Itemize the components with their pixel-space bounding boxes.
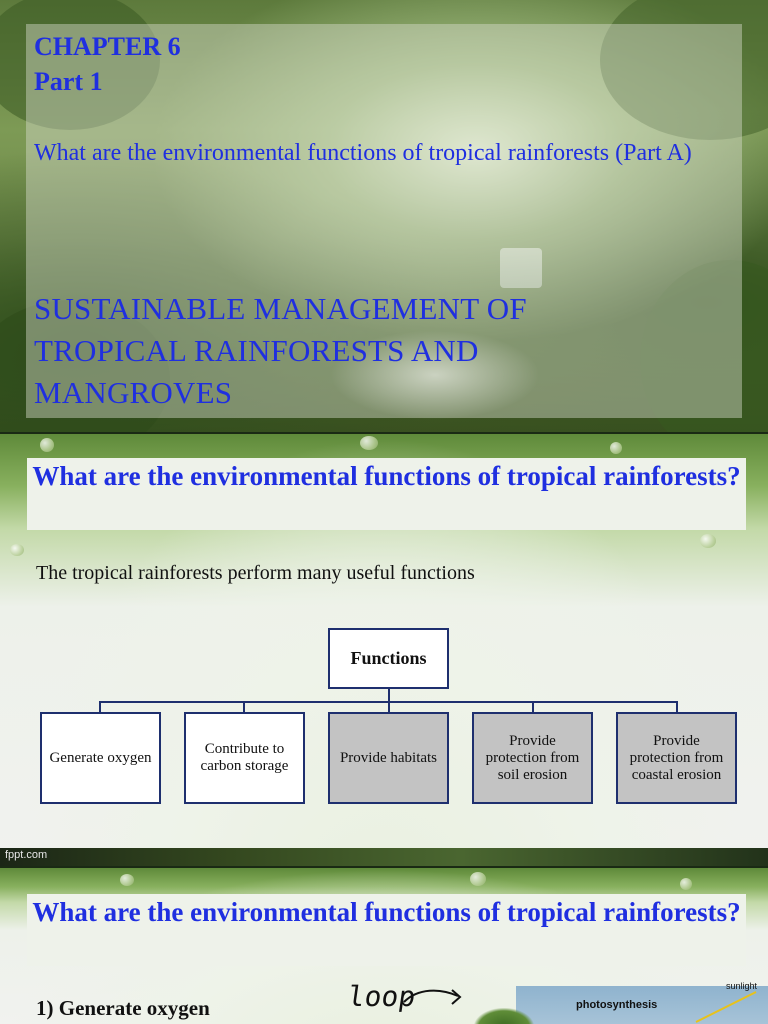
intro-text: The tropical rainforests perform many us… bbox=[36, 562, 475, 584]
foliage-decoration bbox=[0, 0, 160, 130]
sunlight-ray-icon bbox=[695, 991, 757, 1023]
droplet-decoration bbox=[470, 872, 486, 886]
droplet-decoration bbox=[680, 878, 692, 890]
droplet-decoration bbox=[40, 438, 54, 452]
diagram-child-label: Contribute to carbon storage bbox=[200, 741, 289, 774]
photosynthesis-figure bbox=[516, 986, 768, 1024]
question-text: What are the environmental functions of … bbox=[34, 140, 692, 166]
diagram-child-label: Provide protection from soil erosion bbox=[485, 732, 580, 783]
stream-decoration bbox=[330, 330, 540, 420]
diagram-root-box: Functions bbox=[328, 628, 449, 689]
waterfall-decoration bbox=[500, 248, 542, 288]
diagram-child-box: Provide protection from coastal erosion bbox=[616, 712, 737, 804]
diagram-child-box: Generate oxygen bbox=[40, 712, 161, 804]
droplet-decoration bbox=[700, 534, 716, 548]
handwritten-arrow-icon bbox=[403, 989, 462, 1005]
tree-illustration bbox=[474, 1008, 534, 1024]
figure-label: photosynthesis bbox=[576, 999, 658, 1011]
slide-heading: What are the environmental functions of … bbox=[32, 461, 741, 491]
diagram-child-box: Provide protection from soil erosion bbox=[472, 712, 593, 804]
droplet-decoration bbox=[360, 436, 378, 450]
droplet-decoration bbox=[10, 544, 24, 556]
slide-generate-oxygen: What are the environmental functions of … bbox=[0, 868, 768, 1024]
slide-heading-box: What are the environmental functions of … bbox=[27, 894, 746, 966]
droplet-decoration bbox=[120, 874, 134, 886]
diagram-child-box: Contribute to carbon storage bbox=[184, 712, 305, 804]
diagram-child-label: Provide habitats bbox=[339, 749, 438, 766]
chapter-title: SUSTAINABLE MANAGEMENT OF TROPICAL RAINF… bbox=[34, 291, 527, 410]
slide-title: CHAPTER 6 Part 1 What are the environmen… bbox=[0, 0, 768, 432]
chapter-label: CHAPTER 6 bbox=[34, 32, 181, 61]
slide-heading: What are the environmental functions of … bbox=[32, 897, 741, 927]
part-label: Part 1 bbox=[34, 67, 103, 96]
diagram-connectors bbox=[99, 688, 678, 712]
sunlight-label: sunlight bbox=[726, 981, 758, 991]
footer-text: fppt.com bbox=[5, 849, 48, 861]
slide-functions: What are the environmental functions of … bbox=[0, 434, 768, 866]
section-heading: 1) Generate oxygen bbox=[36, 996, 210, 1020]
slide-heading-box: What are the environmental functions of … bbox=[27, 458, 746, 530]
diagram-child-label: Generate oxygen bbox=[49, 749, 152, 766]
diagram-child-label: Provide protection from coastal erosion bbox=[629, 732, 724, 783]
slide-footer: fppt.com bbox=[0, 848, 768, 866]
droplet-decoration bbox=[610, 442, 622, 454]
diagram-root-label: Functions bbox=[350, 648, 427, 668]
diagram-child-box: Provide habitats bbox=[328, 712, 449, 804]
title-panel bbox=[26, 24, 742, 418]
